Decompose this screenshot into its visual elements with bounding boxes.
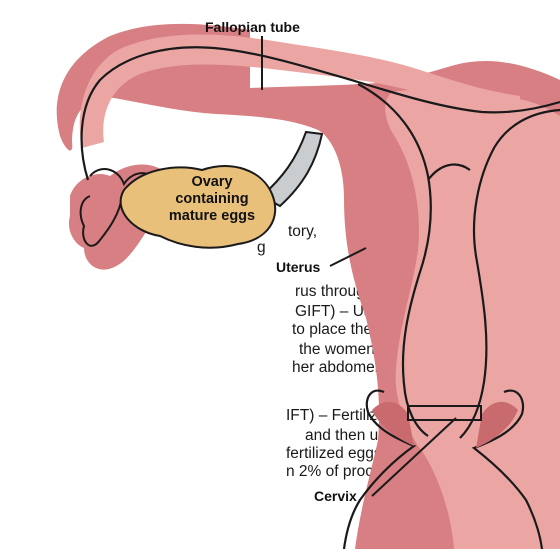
cervix-label: Cervix — [314, 488, 357, 504]
ovary-label-line1: Ovary — [191, 174, 232, 190]
uterus-label: Uterus — [276, 259, 321, 275]
fallopian-tube-label: Fallopian tube — [205, 19, 300, 35]
ovary-label-line3: mature eggs — [169, 208, 255, 224]
ovary-label-line2: containing — [175, 191, 248, 207]
